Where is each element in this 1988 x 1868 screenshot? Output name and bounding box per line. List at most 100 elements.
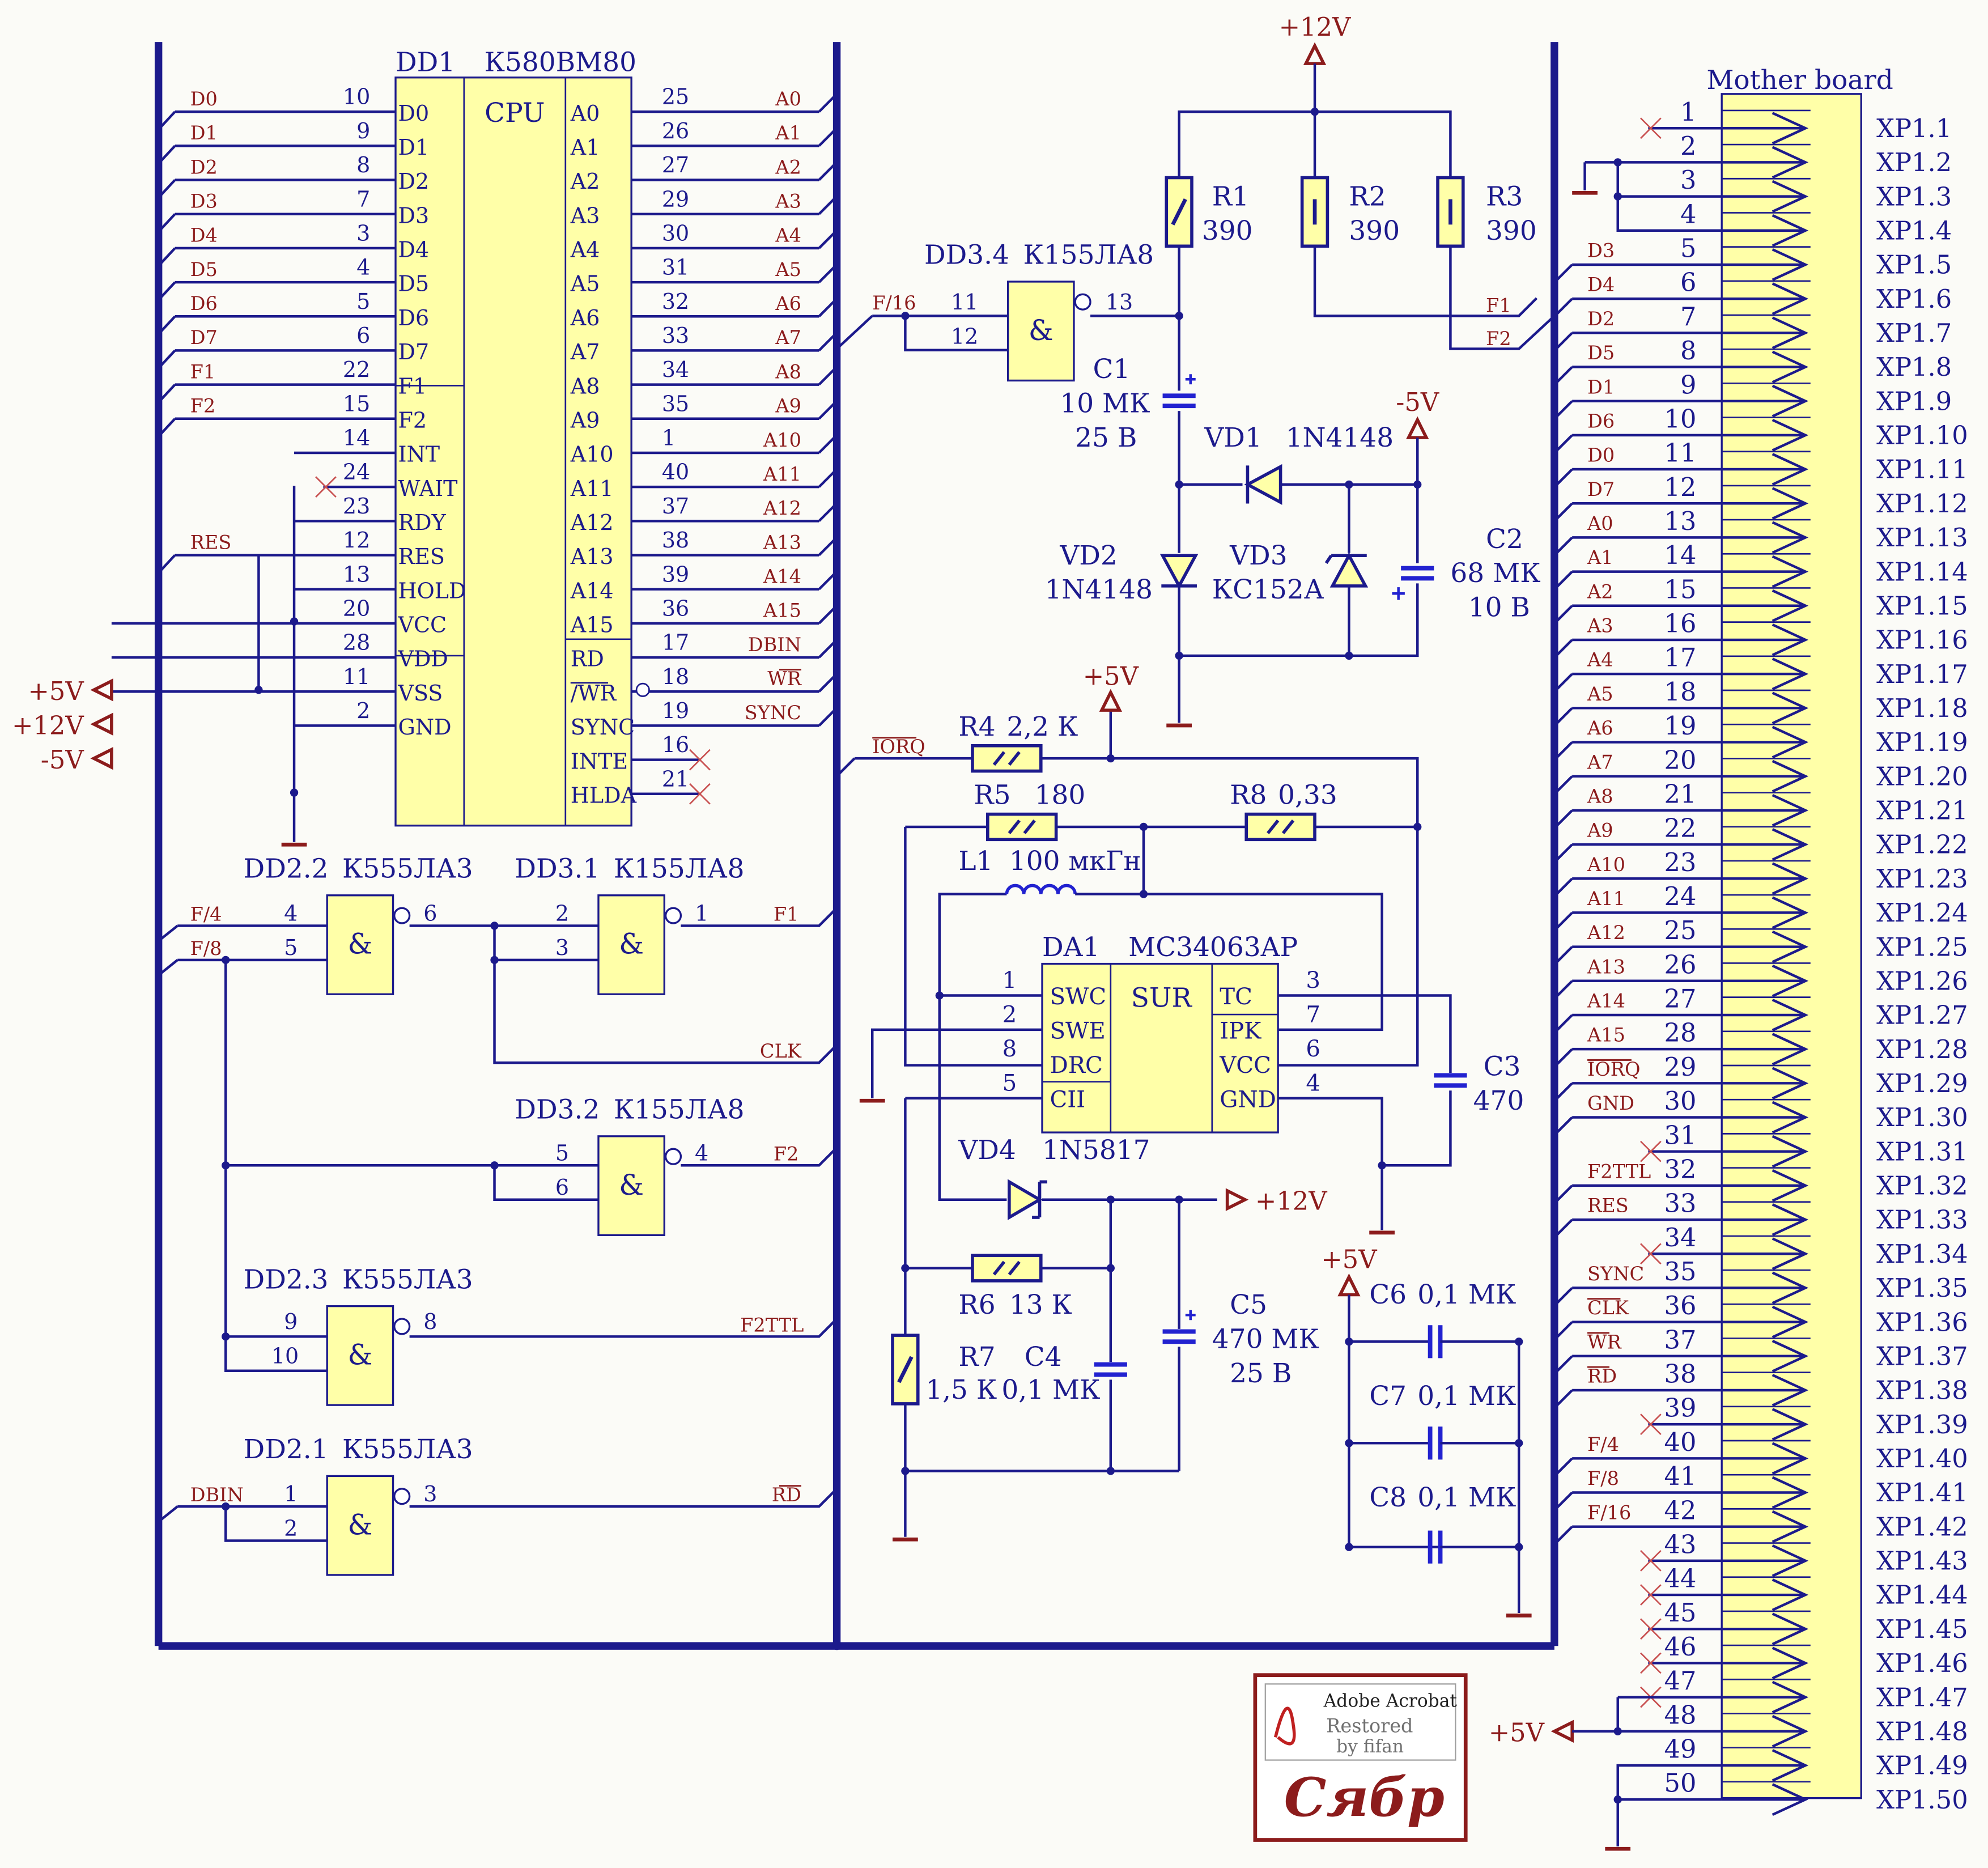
cpu-pin-name: D7: [398, 339, 429, 364]
net-label: F1: [1486, 295, 1511, 317]
bus-entry: [1553, 1048, 1573, 1068]
power-port-5v: +5V: [1489, 1718, 1545, 1748]
net-label: RES: [190, 531, 232, 553]
wire: [904, 826, 1043, 1067]
cpu-pin-name: INT: [398, 442, 440, 467]
pin-number: 18: [662, 664, 689, 689]
stamp-text: Adobe Acrobat: [1323, 1691, 1458, 1712]
resistor-body: [971, 1254, 1043, 1283]
diode-part: 1N4148: [1044, 574, 1153, 605]
bus-entry: [1553, 1116, 1573, 1136]
net-label: A10: [763, 429, 801, 451]
net-label: A5: [1587, 683, 1613, 705]
net-label: DBIN: [190, 1484, 244, 1506]
resistor-body: [1244, 812, 1316, 842]
pin-number: 3: [1306, 967, 1320, 994]
resistor-ref: R2: [1349, 181, 1386, 213]
connector-pin-number: 1: [1680, 97, 1696, 127]
cpu-pin-name: D5: [398, 271, 429, 296]
connector-pin-number: 37: [1664, 1324, 1696, 1355]
connector-pin-label: XP1.25: [1876, 932, 1968, 962]
resistor-body: [971, 744, 1043, 773]
bus-entry: [158, 179, 176, 199]
bus-entry: [1553, 1014, 1573, 1034]
net-label: A3: [775, 190, 801, 213]
bus-entry: [818, 570, 838, 591]
net-label: A2: [1587, 580, 1613, 602]
junction-dot: [490, 1161, 499, 1170]
gate-symbol: &: [619, 1169, 644, 1202]
pin-number: 8: [423, 1309, 437, 1334]
net-label: F1: [190, 360, 216, 383]
connector-pin-number: 30: [1664, 1086, 1696, 1116]
cap-value: 10 МК: [1060, 388, 1150, 419]
power-arrow: [1337, 1273, 1361, 1297]
inductor-coil: [1056, 884, 1077, 894]
connector-pin-number: 17: [1664, 643, 1696, 673]
cpu-pin-name: VCC: [397, 613, 447, 638]
connector-pin-label: XP1.43: [1876, 1546, 1968, 1576]
connector-pin-label: XP1.27: [1876, 1000, 1968, 1030]
power-port-5v: +5V: [1321, 1245, 1377, 1275]
wire: [1313, 246, 1538, 317]
bus-entry: [1553, 298, 1573, 318]
connector-title: Mother board: [1706, 65, 1893, 96]
net-label: F/4: [190, 903, 222, 925]
bus-entry: [1553, 502, 1573, 523]
cpu-pin-name: A11: [570, 476, 614, 501]
cpu-pin-name: GND: [398, 715, 451, 740]
cpu-body: [394, 77, 632, 827]
inductor-ref: L1: [958, 846, 993, 877]
pin-number: 29: [662, 186, 689, 211]
gate-symbol: &: [347, 928, 372, 961]
cpu-pin-name: /WR: [571, 681, 617, 706]
net-label: A4: [1587, 649, 1613, 671]
wire: [1449, 246, 1556, 350]
bus-entry: [1553, 877, 1573, 898]
junction-dot: [254, 686, 263, 694]
connector-pin-number: 36: [1664, 1290, 1696, 1321]
cpu-pin-name: A9: [570, 407, 600, 432]
bus-entry: [1553, 605, 1573, 625]
bus-entry: [158, 959, 179, 977]
net-label: A8: [775, 360, 801, 383]
bus-entry: [818, 195, 838, 215]
net-label: D6: [190, 292, 218, 315]
net-label: D6: [1587, 410, 1615, 432]
connector-pin-label: XP1.33: [1876, 1205, 1968, 1235]
connector-pin-number: 44: [1664, 1564, 1696, 1594]
cpu-pin-name: D6: [398, 305, 429, 330]
pin-number: 6: [1306, 1036, 1320, 1062]
connector-pin-label: XP1.50: [1876, 1785, 1968, 1815]
pin-number: 24: [343, 460, 370, 485]
gate-ref: DD3.4: [924, 240, 1009, 271]
nc-mark: [1640, 117, 1662, 139]
connector-pin-number: 10: [1664, 404, 1696, 434]
resistor-ref: R1: [1212, 181, 1249, 213]
wire: [992, 751, 1006, 766]
net-label: A6: [1587, 717, 1613, 739]
wire: [681, 1147, 838, 1167]
bus-entry: [1553, 707, 1573, 727]
bus-entry: [158, 315, 176, 336]
wire: [938, 893, 1007, 996]
connector-pin-label: XP1.24: [1876, 898, 1968, 928]
pin-number: 1: [284, 1481, 298, 1506]
net-label: A2: [775, 156, 801, 178]
connector-pin-label: XP1.39: [1876, 1410, 1968, 1440]
resistor-value: 0,33: [1278, 780, 1337, 811]
cpu-pin-name: A1: [570, 135, 600, 160]
connector-pin-number: 49: [1664, 1734, 1696, 1764]
connector-pin-label: XP1.5: [1876, 250, 1952, 280]
connector-pin-label: XP1.37: [1876, 1341, 1968, 1371]
wire: [1008, 751, 1021, 766]
pin-number: 13: [1106, 290, 1133, 315]
pin-number: 11: [343, 664, 370, 689]
cap-value: 470 МК: [1212, 1323, 1319, 1355]
nc-mark: [1640, 1243, 1662, 1265]
net-label: A5: [775, 258, 801, 281]
cap-value: 0,1 МК: [1417, 1279, 1516, 1310]
pin-number: 16: [662, 732, 689, 757]
connector-pin-label: XP1.31: [1876, 1136, 1968, 1166]
power-arrow: [1551, 1720, 1574, 1743]
